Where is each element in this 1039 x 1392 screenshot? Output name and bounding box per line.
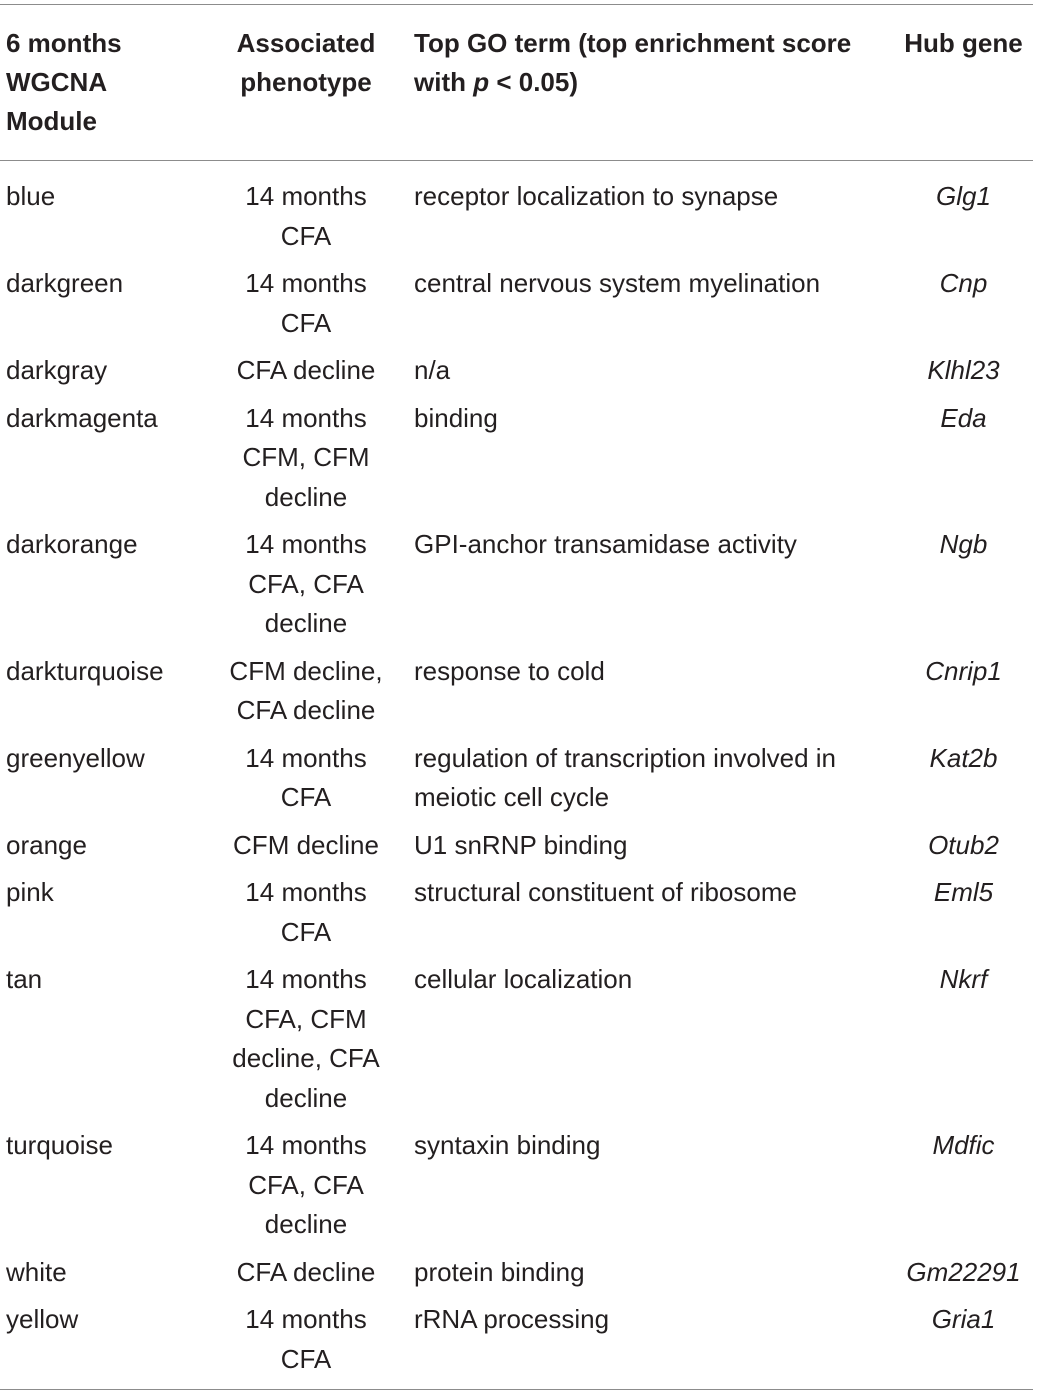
cell-phenotype: 14 months CFA, CFA decline [245,1130,367,1239]
table-row: orange CFM decline U1 snRNP binding Otub2 [0,826,1033,874]
table-header-row: 6 months WGCNA Module Associated phenoty… [0,4,1033,161]
wgcna-module-table: 6 months WGCNA Module Associated phenoty… [0,4,1033,1390]
table-row: white CFA decline protein binding Gm22291 [0,1253,1033,1301]
cell-go-term: rRNA processing [414,1304,610,1334]
cell-module: darkgray [6,355,108,385]
cell-phenotype: CFA decline [236,355,376,385]
cell-phenotype: 14 months CFA, CFA decline [245,529,367,638]
cell-hub-gene: Gria1 [931,1304,996,1334]
table-row: darkgreen 14 months CFA central nervous sy… [0,264,1033,351]
cell-hub-gene: Kat2b [929,742,998,773]
cell-phenotype: CFM decline [233,829,379,860]
cell-go-term: GPI-anchor transamidase activity [414,529,797,559]
cell-module: orange [6,829,87,860]
header-module: 6 months WGCNA Module [6,28,122,136]
cell-module: greenyellow [6,742,145,773]
cell-hub-gene: Nkrf [939,964,988,994]
cell-go-term: syntaxin binding [414,1130,601,1160]
cell-module: white [6,1256,67,1287]
cell-phenotype: 14 months CFA [245,268,367,338]
cell-module: pink [6,877,54,907]
table-row: darkmagenta 14 months CFM, CFM decline bin… [0,399,1033,526]
cell-phenotype: 14 months CFM, CFM decline [242,402,370,512]
cell-go-term: binding [414,402,498,433]
cell-go-term: regulation of transcription involved in … [414,742,837,813]
header-phenotype: Associated phenotype [236,28,376,97]
cell-module: darkorange [6,529,138,559]
cell-phenotype: 14 months CFA [245,181,367,251]
cell-hub-gene: Eda [940,402,987,433]
data-table-container: 6 months WGCNA Module Associated phenoty… [0,4,1033,1390]
cell-module: darkgreen [6,268,124,298]
cell-phenotype: 14 months CFA [245,742,367,813]
cell-hub-gene: Otub2 [928,829,999,860]
cell-module: blue [6,181,56,211]
cell-phenotype: CFA decline [236,1256,376,1287]
cell-go-term: cellular localization [414,964,633,994]
cell-hub-gene: Mdfic [932,1130,995,1160]
cell-hub-gene: Eml5 [933,877,994,907]
cell-hub-gene: Cnrip1 [925,655,1002,686]
table-row: pink 14 months CFA structural constituent … [0,873,1033,960]
cell-go-term: receptor localization to synapse [414,181,779,211]
cell-hub-gene: Klhl23 [927,355,1000,385]
table-row: darkgray CFA decline n/a Klhl23 [0,351,1033,399]
cell-hub-gene: Glg1 [936,181,991,211]
cell-go-term: central nervous system myelination [414,268,821,298]
table-row: yellow 14 months CFA rRNA processing Gria1 [0,1300,1033,1390]
cell-hub-gene: Gm22291 [906,1256,1021,1287]
table-row: blue 14 months CFA receptor localization t… [0,161,1033,265]
header-hub-gene: Hub gene [904,28,1023,58]
cell-hub-gene: Ngb [939,529,988,559]
cell-phenotype: CFM decline, CFA decline [229,655,383,726]
cell-phenotype: 14 months CFA, CFM decline, CFA decline [232,964,380,1113]
header-go-term: Top GO term (top enrichment score with p… [414,28,852,97]
table-row: darkorange 14 months CFA, CFA decline GPI-… [0,525,1033,652]
cell-go-term: response to cold [414,655,605,686]
cell-module: darkturquoise [6,655,164,686]
table-body: blue 14 months CFA receptor localization t… [0,161,1033,1390]
table-row: darkturquoise CFM decline, CFA decline res… [0,652,1033,739]
cell-phenotype: 14 months CFA [245,1304,367,1374]
table-row: greenyellow 14 months CFA regulation of tr… [0,739,1033,826]
cell-module: turquoise [6,1130,113,1160]
cell-hub-gene: Cnp [939,268,988,298]
cell-go-term: structural constituent of ribosome [414,877,797,907]
cell-go-term: protein binding [414,1256,585,1287]
cell-phenotype: 14 months CFA [245,877,367,947]
cell-go-term: n/a [414,355,451,385]
table-row: turquoise 14 months CFA, CFA decline synta… [0,1126,1033,1253]
cell-module: darkmagenta [6,402,158,433]
cell-go-term: U1 snRNP binding [414,829,628,860]
table-row: tan 14 months CFA, CFM decline, CFA decli… [0,960,1033,1126]
cell-module: yellow [6,1304,79,1334]
cell-module: tan [6,964,43,994]
p-value-symbol: p [473,67,490,97]
